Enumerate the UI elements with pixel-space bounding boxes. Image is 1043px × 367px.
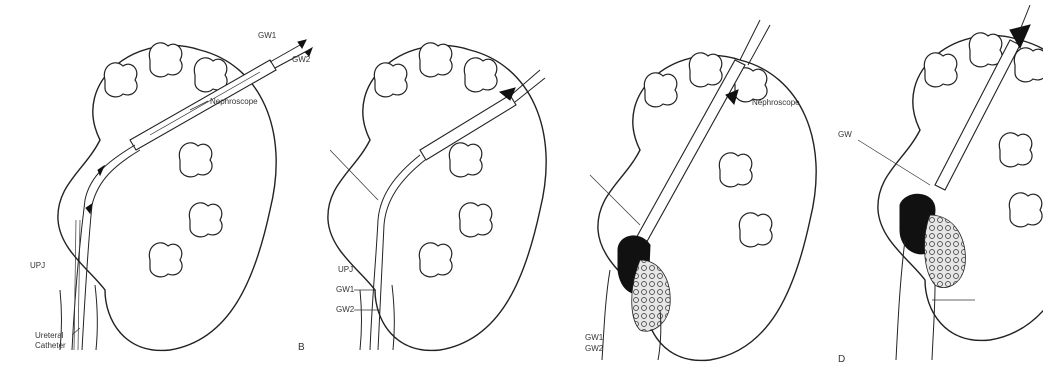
label-gw1-c: GW1 (585, 333, 604, 342)
label-gw2-b: GW2 (336, 305, 355, 314)
kidney-d (878, 33, 1043, 341)
panel-a: GW1 GW2 Nephroscope UPJ Ureteral Cathete… (30, 31, 312, 350)
label-upj-b: UPJ (338, 265, 353, 274)
label-ureteral-catheter-line1: Ureteral (35, 331, 64, 340)
label-gw2-c: GW2 (585, 344, 604, 353)
panel-b: UPJ GW1 GW2 B (298, 43, 546, 353)
panel-c: Nephroscope GW1 GW2 (585, 20, 816, 360)
label-gw1-b: GW1 (336, 285, 355, 294)
label-ureteral-catheter-line2: Catheter (35, 341, 66, 350)
label-upj-a: UPJ (30, 261, 45, 270)
panel-letter-d: D (838, 354, 845, 365)
label-nephroscope-a: Nephroscope (210, 97, 258, 106)
label-gw-d: GW (838, 130, 852, 139)
label-nephroscope-c: Nephroscope (752, 98, 800, 107)
panel-letter-b: B (298, 342, 305, 353)
panel-d: GW D (838, 5, 1043, 365)
label-gw1-a: GW1 (258, 31, 277, 40)
label-gw2-a: GW2 (292, 55, 311, 64)
